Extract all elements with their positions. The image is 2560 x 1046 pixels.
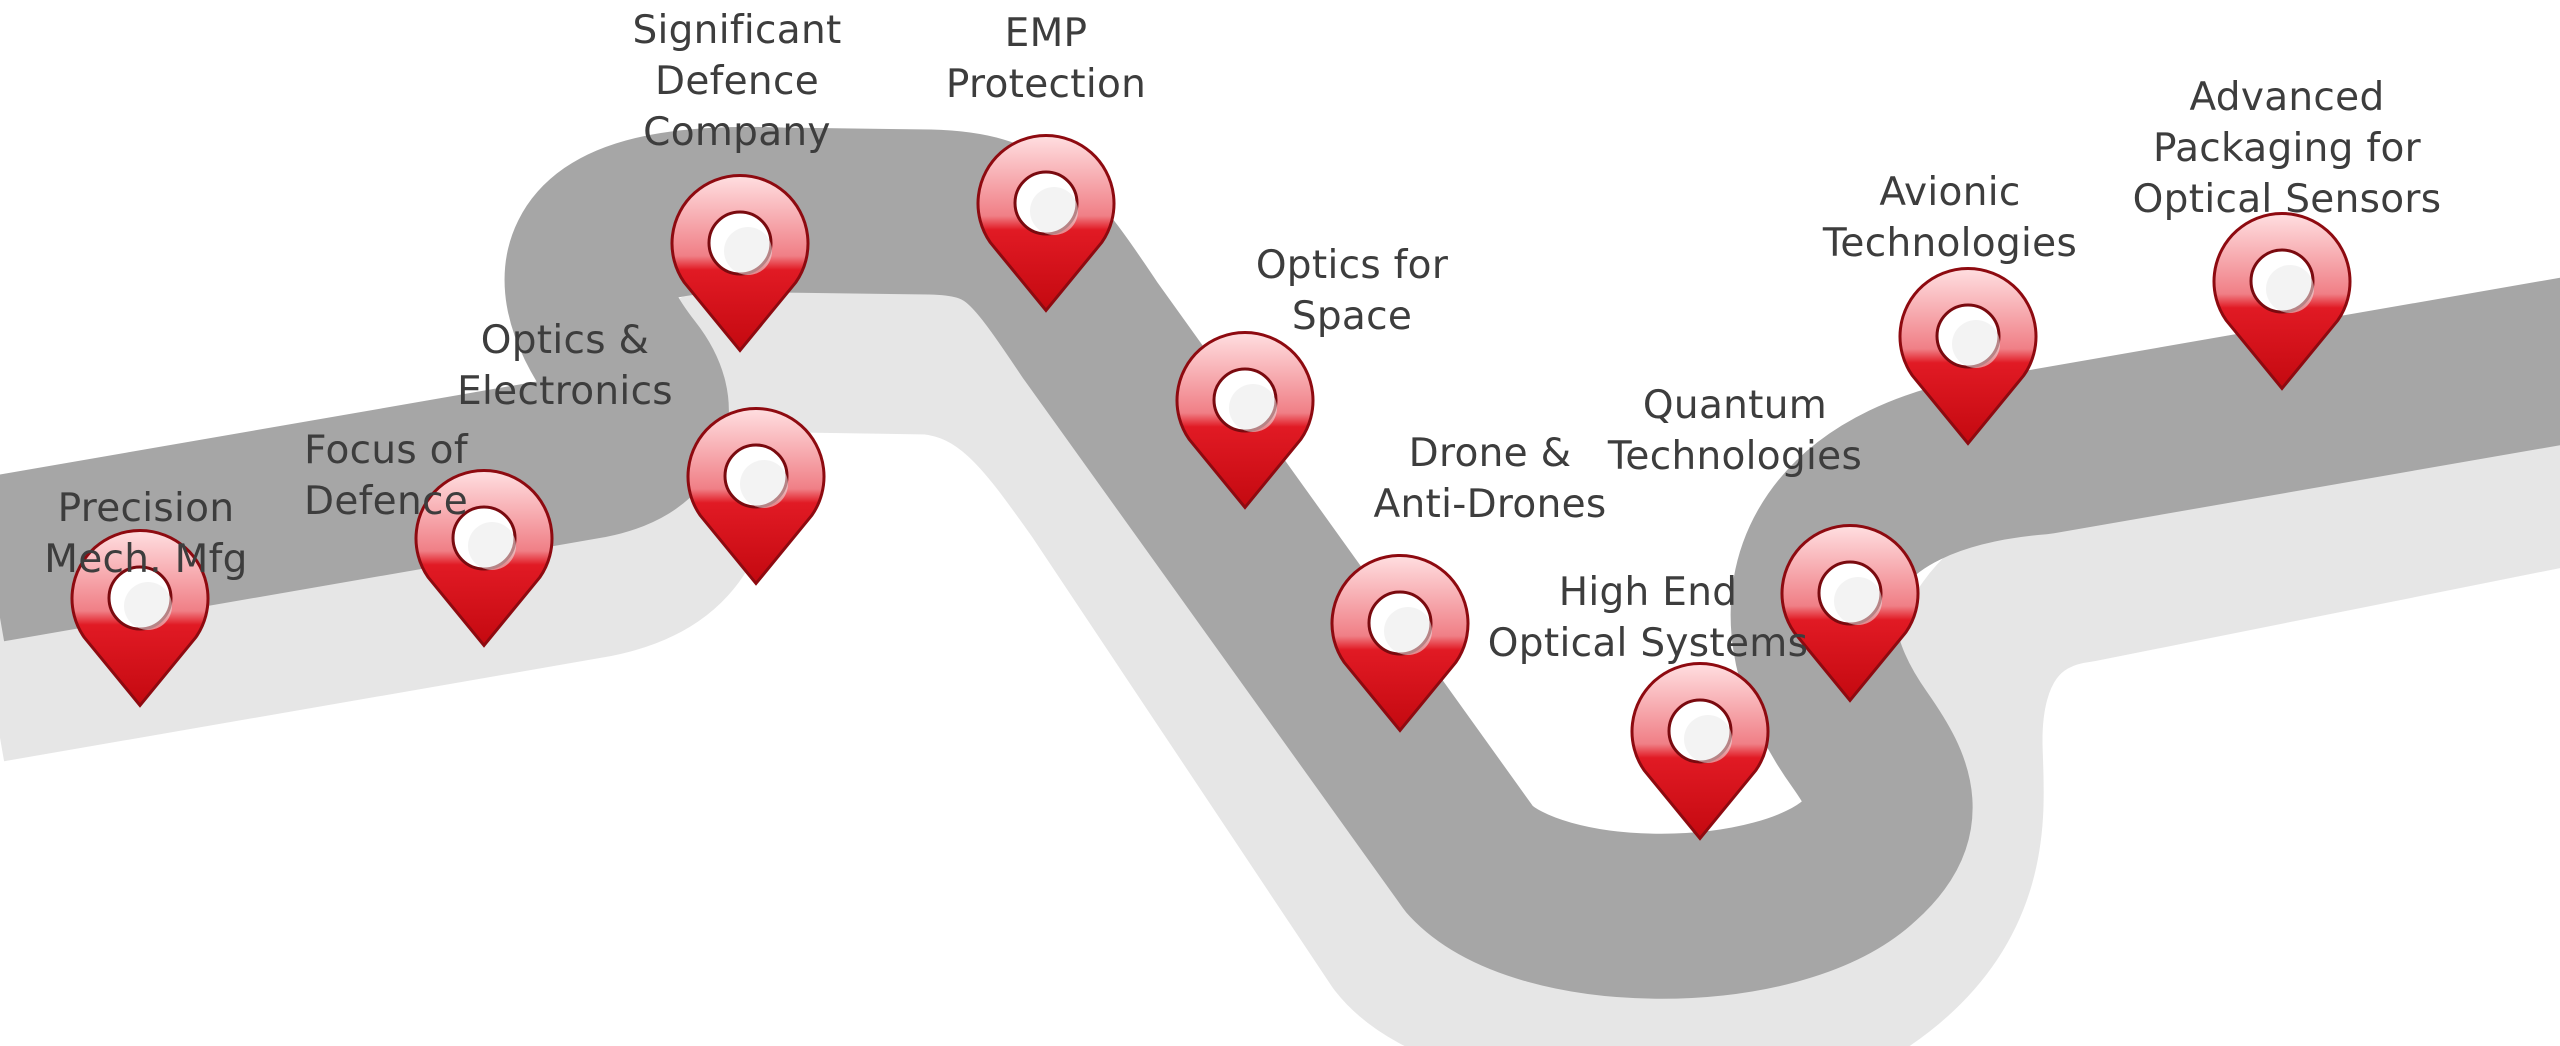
- milestone-pins: [70, 133, 2352, 841]
- milestone-label-line: Quantum: [1642, 383, 1828, 428]
- milestone-label-line: Advanced: [2189, 75, 2385, 120]
- milestone-label-line: Defence: [303, 479, 469, 524]
- milestone-label-line: Significant: [632, 8, 842, 53]
- milestone-label-line: Anti-Drones: [1373, 482, 1607, 527]
- milestone-label-line: EMP: [1004, 11, 1088, 56]
- milestone-label: EMP Protection: [946, 8, 1146, 110]
- map-pin-icon: [414, 468, 554, 648]
- map-pin-icon: [1630, 661, 1770, 841]
- milestone-label-line: Mech. Mfg: [44, 537, 248, 582]
- map-pin-icon: [1330, 553, 1470, 733]
- map-pin-icon: [1898, 266, 2038, 446]
- milestone-label-line: Focus of: [304, 428, 468, 473]
- milestone-label-line: Packaging for: [2153, 126, 2421, 171]
- milestone-label: Focus of Defence: [304, 425, 468, 527]
- milestone-label-line: Space: [1291, 294, 1413, 339]
- milestone-label-line: Optics &: [480, 318, 650, 363]
- milestone-label-line: Drone &: [1408, 431, 1572, 476]
- milestone-label: Optics & Electronics: [457, 315, 673, 417]
- milestone-label-line: Technologies: [1822, 221, 2078, 266]
- map-pin-icon: [670, 173, 810, 353]
- map-pin-icon: [686, 406, 826, 586]
- milestone-label-line: Optical Systems: [1487, 621, 1809, 666]
- milestone-label-line: Protection: [945, 62, 1147, 107]
- milestone-label: Drone & Anti-Drones: [1374, 428, 1607, 530]
- milestone-label-line: Defence: [654, 59, 819, 104]
- map-pin-icon: [1780, 523, 1920, 703]
- milestone-label-line: Avionic: [1879, 170, 2021, 215]
- milestone-label-line: Optics for: [1255, 243, 1449, 288]
- milestone-label-line: Technologies: [1607, 434, 1863, 479]
- map-pin-icon: [2212, 211, 2352, 391]
- map-pin-icon: [70, 528, 210, 708]
- map-pin-icon: [976, 133, 1116, 313]
- map-pin-icon: [1175, 330, 1315, 510]
- milestone-label-line: Precision: [57, 486, 235, 531]
- milestone-label-line: High End: [1558, 570, 1738, 615]
- milestone-label-line: Company: [643, 110, 831, 155]
- milestone-label-line: Optical Sensors: [2132, 177, 2442, 222]
- milestone-label-line: Electronics: [457, 369, 673, 414]
